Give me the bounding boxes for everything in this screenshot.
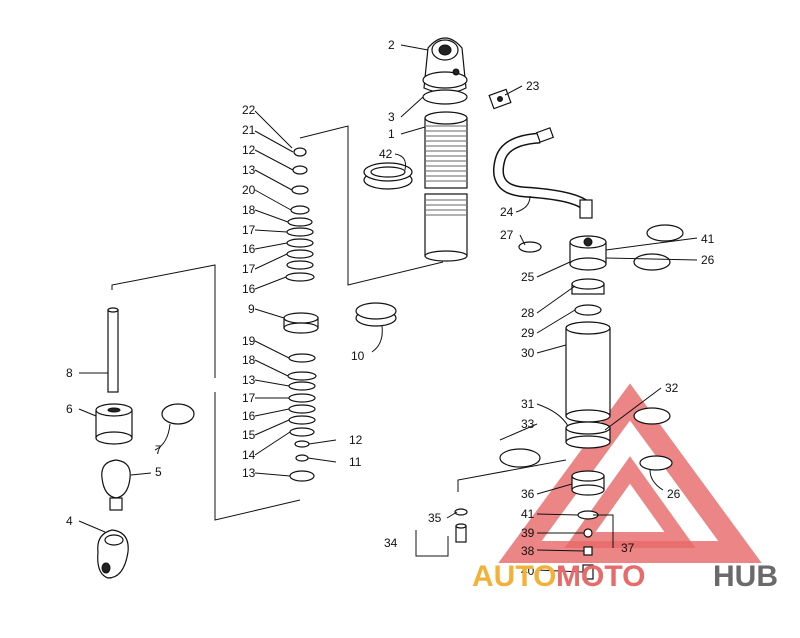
part-5-bumper bbox=[101, 459, 131, 511]
part-26-seal-top bbox=[633, 253, 671, 271]
shim-stack-lower bbox=[287, 353, 317, 482]
label-38: 38 bbox=[521, 544, 535, 558]
label-4: 4 bbox=[66, 514, 73, 528]
label-5: 5 bbox=[155, 465, 162, 479]
label-16: 16 bbox=[242, 282, 256, 296]
label-22: 22 bbox=[242, 103, 256, 117]
label-25: 25 bbox=[521, 270, 535, 284]
label-37: 37 bbox=[621, 541, 635, 555]
label-40: 40 bbox=[521, 564, 535, 578]
label-26: 26 bbox=[667, 487, 681, 501]
label-33: 33 bbox=[521, 417, 535, 431]
part-30-reservoir-tube bbox=[565, 321, 611, 423]
label-13: 13 bbox=[242, 466, 256, 480]
label-30: 30 bbox=[521, 346, 535, 360]
part-33-ring bbox=[499, 448, 541, 468]
part-39-ball bbox=[583, 528, 593, 538]
part-27-o-ring bbox=[518, 241, 542, 253]
label-12: 12 bbox=[242, 143, 256, 157]
part-6-seal-head bbox=[95, 403, 133, 445]
part-1-shock-body bbox=[424, 111, 468, 262]
label-17: 17 bbox=[242, 391, 256, 405]
label-20: 20 bbox=[242, 183, 256, 197]
label-23: 23 bbox=[526, 79, 540, 93]
part-24-hose bbox=[493, 127, 593, 219]
label-28: 28 bbox=[521, 306, 535, 320]
watermark-text: AUTO MOTO HUB bbox=[472, 560, 778, 593]
label-17: 17 bbox=[242, 262, 256, 276]
part-31-end-cap bbox=[565, 421, 611, 449]
watermark-hub: HUB bbox=[713, 560, 778, 593]
label-13: 13 bbox=[242, 373, 256, 387]
part-32-seal bbox=[633, 407, 671, 425]
label-24: 24 bbox=[500, 205, 514, 219]
watermark-logo bbox=[498, 383, 762, 563]
watermark-moto: MOTO bbox=[556, 560, 645, 593]
part-7-ring bbox=[161, 403, 195, 425]
label-1: 1 bbox=[388, 127, 395, 141]
label-36: 36 bbox=[521, 487, 535, 501]
label-32: 32 bbox=[665, 381, 679, 395]
shim-stack-upper bbox=[285, 147, 315, 282]
label-35: 35 bbox=[428, 511, 442, 525]
label-12: 12 bbox=[349, 433, 363, 447]
label-31: 31 bbox=[521, 397, 535, 411]
label-39: 39 bbox=[521, 526, 535, 540]
label-29: 29 bbox=[521, 326, 535, 340]
label-18: 18 bbox=[242, 353, 256, 367]
label-10: 10 bbox=[351, 349, 365, 363]
label-42: 42 bbox=[379, 147, 393, 161]
label-16: 16 bbox=[242, 242, 256, 256]
watermark-auto: AUTO bbox=[472, 560, 556, 593]
label-8: 8 bbox=[66, 366, 73, 380]
label-27: 27 bbox=[500, 228, 514, 242]
part-42-collar bbox=[363, 162, 413, 190]
part-8-piston-rod bbox=[107, 307, 119, 393]
part-9-piston bbox=[283, 312, 319, 334]
label-3: 3 bbox=[388, 110, 395, 124]
label-26: 26 bbox=[701, 253, 715, 267]
part-35-valve bbox=[454, 508, 468, 543]
label-16: 16 bbox=[242, 409, 256, 423]
part-2-eye-mount bbox=[422, 37, 468, 94]
part-26-seal-bottom bbox=[639, 455, 673, 471]
label-14: 14 bbox=[242, 448, 256, 462]
label-34: 34 bbox=[384, 536, 398, 550]
label-41: 41 bbox=[521, 507, 535, 521]
bracket-lines bbox=[111, 125, 444, 521]
label-41: 41 bbox=[701, 232, 715, 246]
part-28-piston bbox=[571, 278, 605, 295]
part-29-o-ring bbox=[574, 304, 602, 316]
label-17: 17 bbox=[242, 223, 256, 237]
label-11: 11 bbox=[349, 455, 362, 469]
part-36-bottom-cap bbox=[571, 470, 605, 496]
label-21: 21 bbox=[242, 123, 256, 137]
part-23-fitting bbox=[488, 88, 512, 110]
part-25-reservoir-cap bbox=[569, 235, 607, 271]
label-6: 6 bbox=[66, 402, 73, 416]
part-3-ring bbox=[422, 89, 468, 105]
label-9: 9 bbox=[248, 302, 255, 316]
label-13: 13 bbox=[242, 163, 256, 177]
part-38-spring bbox=[583, 546, 593, 556]
part-41-seal-top bbox=[646, 224, 684, 242]
label-7: 7 bbox=[155, 443, 162, 457]
part-4-rod-eye bbox=[97, 529, 129, 579]
callout-labels: 22 21 12 13 20 18 17 16 17 16 9 19 18 13… bbox=[66, 38, 715, 578]
label-15: 15 bbox=[242, 428, 256, 442]
label-2: 2 bbox=[388, 38, 395, 52]
part-10-piston-ring bbox=[355, 302, 397, 327]
label-18: 18 bbox=[242, 203, 256, 217]
label-19: 19 bbox=[242, 334, 256, 348]
leader-lines bbox=[78, 44, 698, 573]
